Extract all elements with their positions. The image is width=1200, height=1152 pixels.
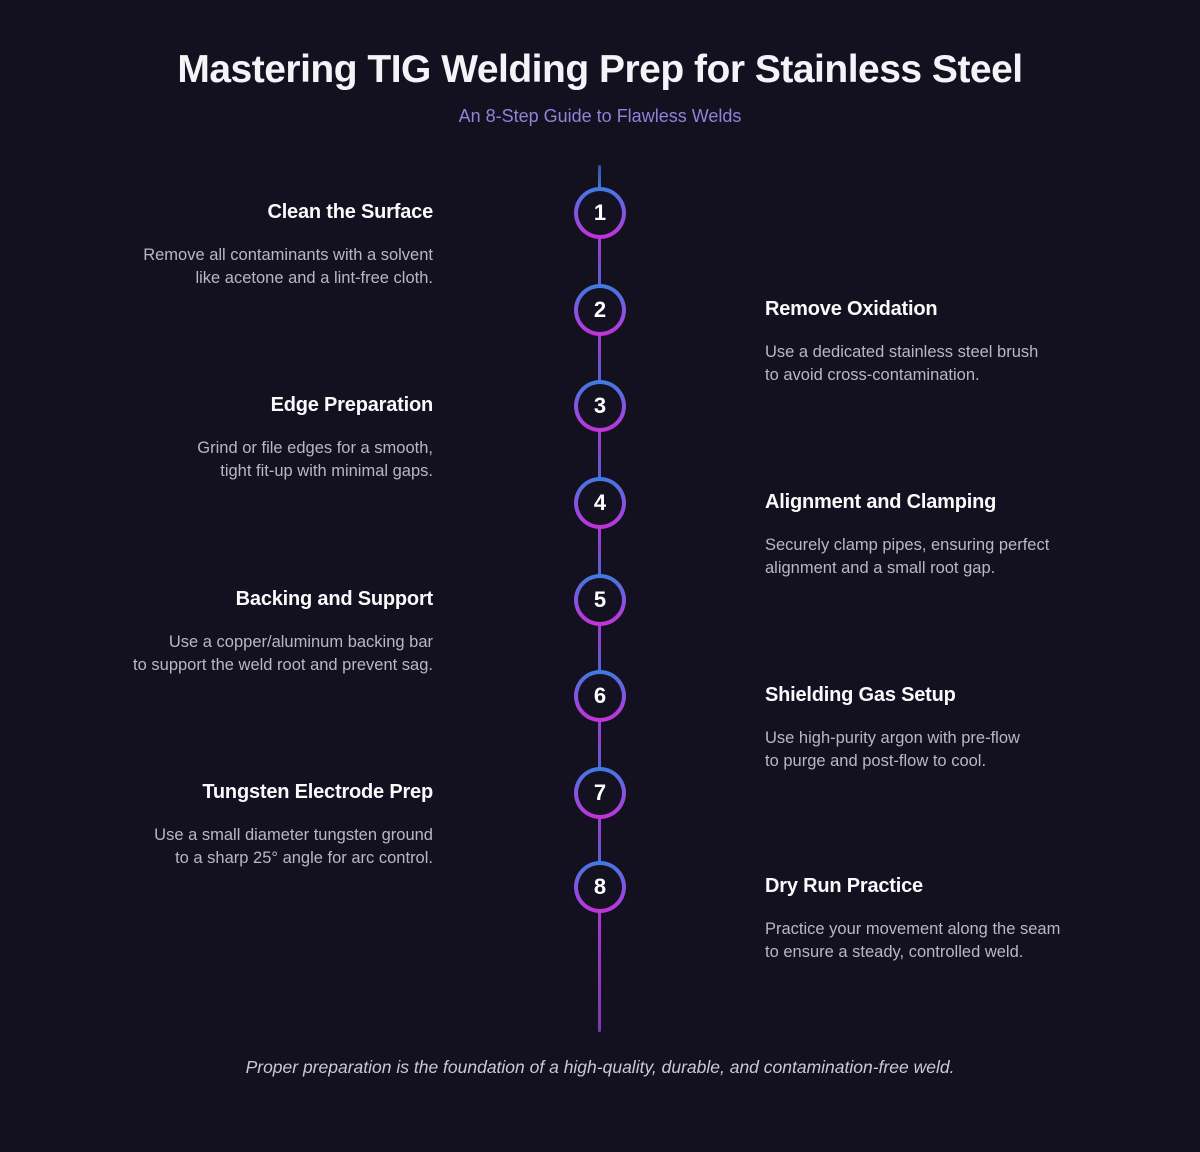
step-item-2: Remove Oxidation 2 Use a dedicated stain…: [0, 284, 1200, 396]
step-title: Shielding Gas Setup: [765, 684, 956, 706]
step-description: Use high-purity argon with pre-flow to p…: [765, 729, 1020, 771]
step-circle-fill: 4: [578, 481, 622, 525]
step-number: 2: [593, 297, 607, 322]
step-circle: 4: [574, 477, 626, 529]
step-circle-fill: 1: [578, 191, 622, 235]
step-item-6: Shielding Gas Setup 6 Use high-purity ar…: [0, 670, 1200, 782]
step-item-7: Tungsten Electrode Prep 7 Use a small di…: [0, 767, 1200, 879]
step-title: Clean the Surface: [267, 201, 433, 223]
timeline-segment: [598, 310, 601, 406]
step-circle-fill: 6: [578, 674, 622, 718]
step-number: 3: [593, 393, 607, 418]
step-connector-line: [624, 502, 747, 504]
step-description: Grind or file edges for a smooth, tight …: [197, 439, 433, 481]
step-circle-fill: 5: [578, 578, 622, 622]
step-description: Use a dedicated stainless steel brush to…: [765, 343, 1039, 385]
step-title: Edge Preparation: [270, 394, 434, 416]
step-connector-line: [624, 309, 747, 311]
step-title: Tungsten Electrode Prep: [202, 781, 433, 803]
step-title: Backing and Support: [235, 588, 434, 610]
step-circle: 2: [574, 284, 626, 336]
step-item-5: Backing and Support 5 Use a copper/alumi…: [0, 574, 1200, 686]
step-description: Remove all contaminants with a solvent l…: [143, 246, 433, 288]
step-item-4: Alignment and Clamping 4 Securely clamp …: [0, 477, 1200, 589]
page-title: Mastering TIG Welding Prep for Stainless…: [177, 48, 1023, 91]
timeline-segment-top: [598, 165, 601, 191]
step-connector-line: [624, 886, 747, 888]
step-circle-fill: 2: [578, 288, 622, 332]
step-circle-fill: 3: [578, 384, 622, 428]
step-connector-line: [455, 212, 576, 214]
step-number: 6: [593, 683, 607, 708]
header: Mastering TIG Welding Prep for Stainless…: [0, 48, 1200, 127]
timeline-segment: [598, 503, 601, 600]
step-connector-line: [455, 792, 576, 794]
step-item-1: Clean the Surface 1 Remove all contamina…: [0, 187, 1200, 299]
step-item-3: Edge Preparation 3 Grind or file edges f…: [0, 380, 1200, 492]
timeline-segment: [598, 406, 601, 503]
step-circle-fill: 7: [578, 771, 622, 815]
step-title: Dry Run Practice: [765, 875, 923, 897]
step-description: Use a small diameter tungsten ground to …: [154, 826, 433, 868]
page-subtitle: An 8-Step Guide to Flawless Welds: [458, 106, 742, 126]
step-title: Remove Oxidation: [765, 298, 938, 320]
step-description: Use a copper/aluminum backing bar to sup…: [133, 633, 433, 675]
step-description: Securely clamp pipes, ensuring perfect a…: [765, 536, 1050, 578]
step-circle: 5: [574, 574, 626, 626]
step-connector-line: [455, 599, 576, 601]
step-number: 4: [593, 490, 607, 515]
step-description: Practice your movement along the seam to…: [765, 920, 1061, 962]
step-number: 8: [593, 874, 607, 899]
step-circle: 3: [574, 380, 626, 432]
step-number: 5: [593, 587, 607, 612]
footer-quote: Proper preparation is the foundation of …: [245, 1057, 955, 1077]
step-circle: 7: [574, 767, 626, 819]
step-connector-line: [455, 405, 576, 407]
step-title: Alignment and Clamping: [765, 491, 997, 513]
step-circle-fill: 8: [578, 865, 622, 909]
step-number: 1: [593, 200, 607, 225]
timeline-segment: [598, 213, 601, 310]
timeline-segment-bottom: [598, 887, 601, 1032]
timeline-segment: [598, 793, 601, 887]
timeline-segment: [598, 696, 601, 793]
step-circle: 1: [574, 187, 626, 239]
step-item-8: Dry Run Practice 8 Practice your movemen…: [0, 861, 1200, 973]
step-circle: 8: [574, 861, 626, 913]
timeline-segment: [598, 600, 601, 696]
step-number: 7: [593, 780, 607, 805]
step-connector-line: [624, 695, 747, 697]
step-circle: 6: [574, 670, 626, 722]
